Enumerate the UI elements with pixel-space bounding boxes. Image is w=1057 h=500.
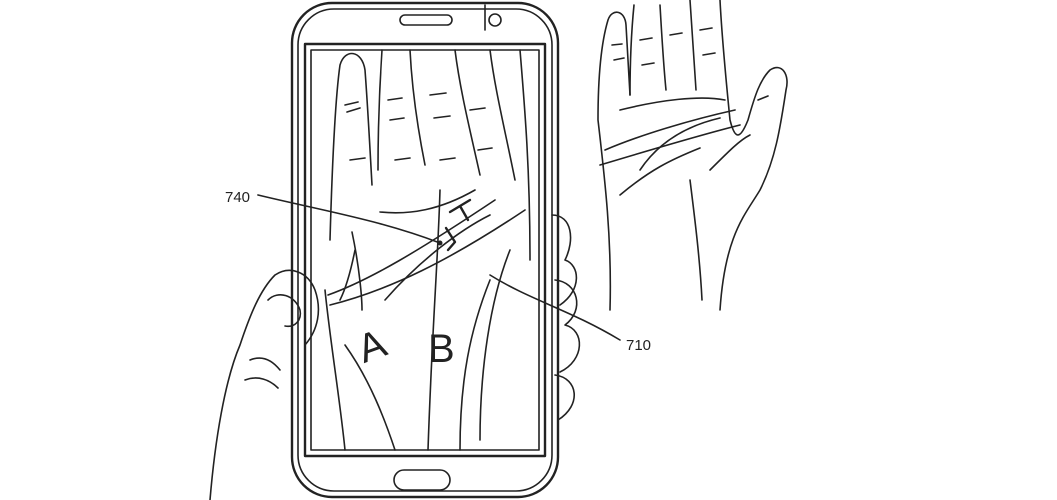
palm-image-on-screen: [324, 49, 531, 451]
phone-screen: [303, 42, 547, 458]
holding-hand-thumb: [209, 269, 320, 500]
home-button: [393, 469, 451, 491]
speaker-slot: [399, 14, 453, 26]
ref-label-710: 710: [626, 337, 651, 354]
leader-line-710: [489, 274, 621, 341]
ref-label-740: 740: [225, 189, 250, 206]
camera-icon: [488, 13, 502, 27]
raised-hand: [597, 0, 788, 311]
phone-body: [290, 1, 560, 499]
holding-hand-fingers: [551, 214, 581, 421]
leader-line-740: [257, 194, 441, 244]
region-b-label: B: [428, 327, 455, 371]
smartphone: [290, 1, 560, 499]
